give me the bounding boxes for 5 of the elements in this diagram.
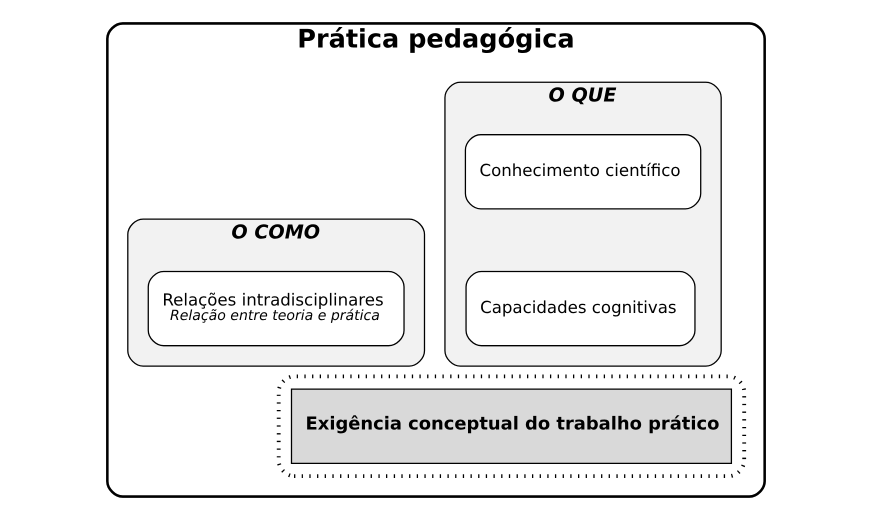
node-box: Exigência conceptual do trabalho prático [290, 388, 732, 464]
cluster [276, 374, 746, 478]
node-box: Relações intradisciplinares Relação entre teoria e prática [148, 270, 405, 346]
node-box: Conhecimento científico [464, 134, 702, 210]
node-box: Capacidades cognitivas [465, 270, 696, 346]
